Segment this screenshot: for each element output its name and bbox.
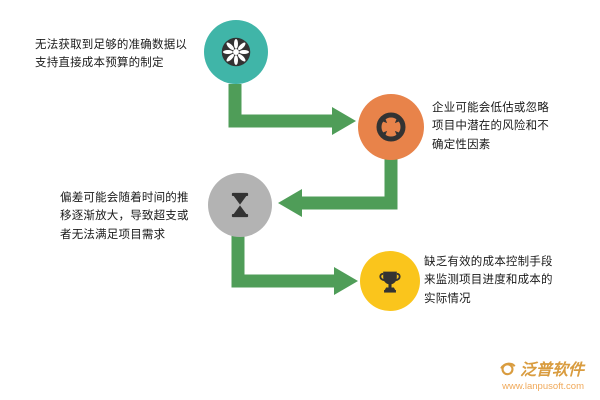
hourglass-icon	[231, 192, 249, 218]
kiwi-slice-icon	[221, 37, 251, 67]
flow-arrow-3-head	[334, 267, 358, 295]
step-3-label: 偏差可能会随着时间的推 移逐渐放大，导致超支或 者无法满足项目需求	[60, 192, 189, 241]
step-4-circle	[360, 251, 420, 311]
step-1-label: 无法获取到足够的准确数据以 支持直接成本预算的制定	[35, 39, 188, 70]
target-ring-icon	[376, 112, 406, 142]
step-2-label: 企业可能会低估或忽略 项目中潜在的风险和不 确定性因素	[432, 102, 549, 151]
flow-arrow-1	[228, 84, 334, 128]
brand-name: 泛普软件	[519, 362, 584, 379]
brand-url: www.lanpusoft.com	[502, 381, 584, 392]
flow-arrow-1-head	[332, 107, 356, 135]
flow-arrow-3	[231, 235, 336, 288]
footer-watermark: 泛普软件 www.lanpusoft.com	[499, 356, 584, 392]
flow-arrow-2	[300, 158, 398, 210]
step-2-circle	[358, 94, 424, 160]
trophy-icon	[379, 271, 401, 293]
flow-arrow-2-head	[278, 189, 302, 217]
step-4-label: 缺乏有效的成本控制手段 来监测项目进度和成本的 实际情况	[424, 256, 553, 305]
step-1-circle	[204, 20, 268, 84]
step-3-circle	[208, 173, 272, 237]
fanpu-logo-icon	[500, 362, 516, 375]
